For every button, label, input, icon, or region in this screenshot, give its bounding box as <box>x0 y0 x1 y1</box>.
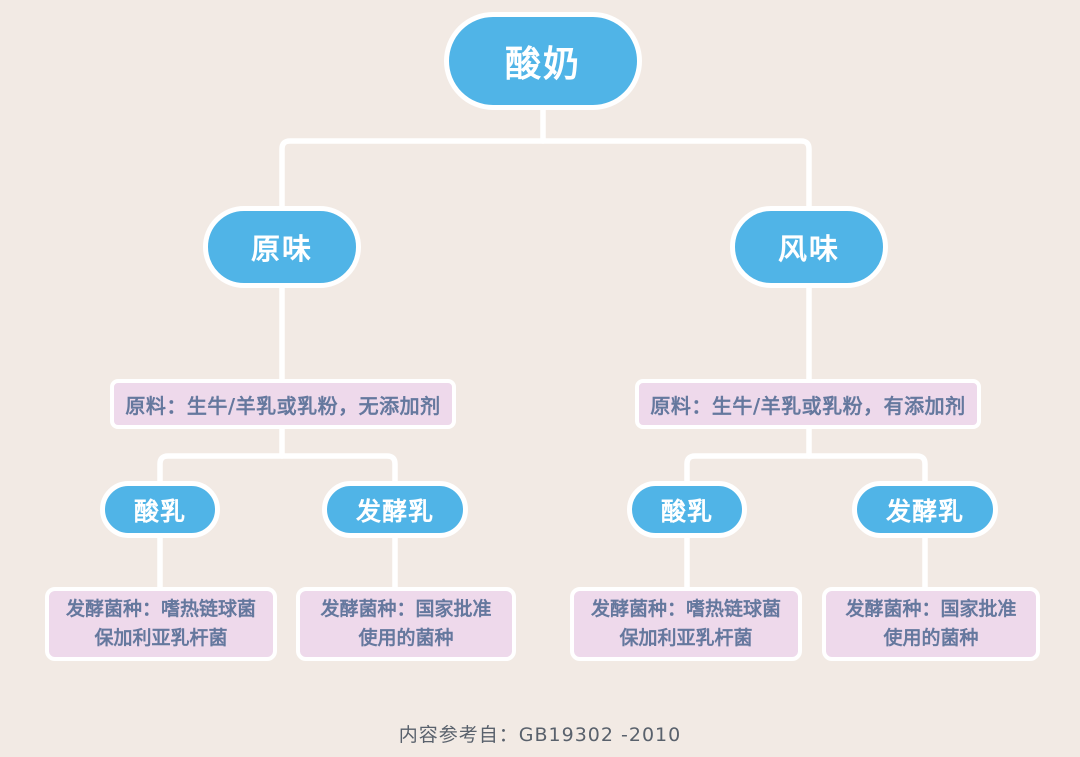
node-flavored-suanru-label: 酸乳 <box>660 496 713 526</box>
node-flavored-fajiaoru-label: 发酵乳 <box>885 496 964 526</box>
node-original-label: 原味 <box>250 232 313 266</box>
node-flavored: 风味 <box>730 206 888 288</box>
node-original-suanru-label: 酸乳 <box>133 496 186 526</box>
detail-line2: 使用的菌种 <box>883 627 979 649</box>
box-detail-flavored-fajiaoru: 发酵菌种：国家批准 使用的菌种 <box>822 587 1040 661</box>
node-flavored-suanru: 酸乳 <box>627 481 747 538</box>
node-original-fajiaoru-label: 发酵乳 <box>355 496 434 526</box>
box-material-flavored: 原料：生牛/羊乳或乳粉，有添加剂 <box>635 379 981 429</box>
node-root-label: 酸奶 <box>504 44 581 85</box>
box-detail-flavored-suanru: 发酵菌种：嗜热链球菌 保加利亚乳杆菌 <box>570 587 802 661</box>
node-flavored-label: 风味 <box>777 232 840 266</box>
node-original-suanru: 酸乳 <box>100 481 220 538</box>
box-material-original-text: 原料：生牛/羊乳或乳粉，无添加剂 <box>125 393 441 418</box>
node-flavored-fajiaoru: 发酵乳 <box>852 481 998 538</box>
box-detail-original-suanru: 发酵菌种：嗜热链球菌 保加利亚乳杆菌 <box>45 587 277 661</box>
detail-line1: 发酵菌种：国家批准 <box>845 597 1017 620</box>
detail-line2: 保加利亚乳杆菌 <box>619 627 753 649</box>
detail-line1: 发酵菌种：嗜热链球菌 <box>590 597 781 620</box>
box-material-flavored-text: 原料：生牛/羊乳或乳粉，有添加剂 <box>650 393 966 418</box>
box-material-original: 原料：生牛/羊乳或乳粉，无添加剂 <box>110 379 456 429</box>
node-root-yogurt: 酸奶 <box>444 12 642 110</box>
detail-line2: 使用的菌种 <box>358 627 454 649</box>
detail-line1: 发酵菌种：嗜热链球菌 <box>65 597 256 620</box>
connector-right-bracket <box>684 453 928 487</box>
box-detail-original-fajiaoru: 发酵菌种：国家批准 使用的菌种 <box>296 587 516 661</box>
reference-caption: 内容参考自：GB19302 -2010 <box>398 724 682 746</box>
detail-line1: 发酵菌种：国家批准 <box>320 597 492 620</box>
connector-level1-bracket <box>279 138 812 213</box>
node-original-flavor: 原味 <box>203 206 361 288</box>
detail-line2: 保加利亚乳杆菌 <box>94 627 228 649</box>
connector-left-bracket <box>157 453 398 487</box>
node-original-fajiaoru: 发酵乳 <box>322 481 468 538</box>
